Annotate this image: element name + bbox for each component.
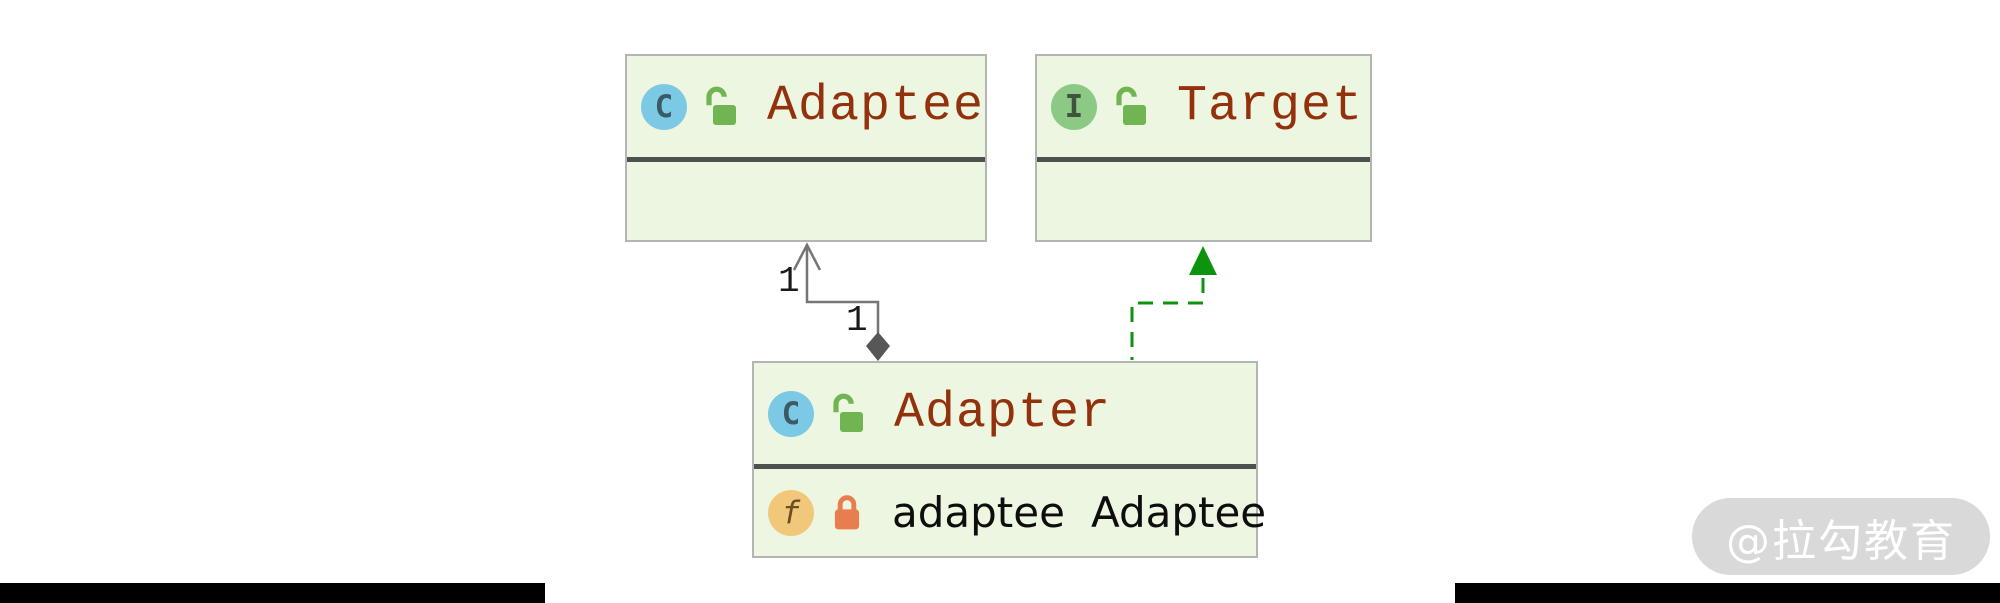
- open-lock-icon: [1116, 86, 1146, 125]
- class-header: C Adaptee: [627, 56, 985, 157]
- private-lock-icon: [834, 494, 860, 529]
- bottom-left-bar: [0, 583, 545, 603]
- aggregation-diamond-icon: [866, 332, 890, 361]
- aggregation-edge[interactable]: [792, 242, 890, 361]
- interface-icon: I: [1051, 83, 1097, 130]
- multiplicity-label-adaptee: 1: [778, 261, 800, 302]
- field-icon-letter: f: [781, 494, 801, 531]
- bottom-right-bar: [1455, 583, 2000, 603]
- field-icon: f: [768, 489, 814, 536]
- watermark-text: @拉勾教育: [1726, 515, 1956, 567]
- field-row[interactable]: f adaptee Adaptee: [754, 469, 1266, 556]
- interface-header: I Target: [1037, 56, 1370, 157]
- class-name: Adaptee: [767, 78, 985, 135]
- interface-node-target[interactable]: I Target: [1035, 54, 1372, 242]
- watermark-badge: @拉勾教育: [1692, 498, 1990, 575]
- class-icon: C: [641, 83, 687, 130]
- class-icon-letter: C: [781, 395, 801, 432]
- section-divider: [754, 464, 1256, 469]
- class-icon-letter: C: [654, 88, 674, 125]
- class-name: Adapter: [894, 385, 1112, 442]
- class-node-adapter[interactable]: C Adapter f adaptee Adaptee: [752, 361, 1266, 558]
- class-node-adaptee[interactable]: C Adaptee: [625, 54, 987, 242]
- open-lock-icon: [706, 86, 736, 125]
- members-section-empty: [627, 162, 985, 240]
- interface-name: Target: [1177, 78, 1364, 135]
- members-section-empty: [1037, 162, 1370, 240]
- field-type: Adaptee: [1090, 488, 1267, 537]
- field-name: adaptee: [892, 488, 1065, 537]
- section-divider: [627, 157, 985, 162]
- realization-triangle-icon: [1189, 246, 1217, 275]
- realization-edge[interactable]: [1130, 246, 1217, 360]
- multiplicity-label-adapter: 1: [846, 300, 868, 341]
- realization-dashed-line: [1130, 278, 1205, 360]
- section-divider: [1037, 157, 1370, 162]
- open-lock-icon: [833, 393, 863, 432]
- class-header: C Adapter: [754, 363, 1256, 464]
- class-icon: C: [768, 390, 814, 437]
- interface-icon-letter: I: [1064, 88, 1084, 125]
